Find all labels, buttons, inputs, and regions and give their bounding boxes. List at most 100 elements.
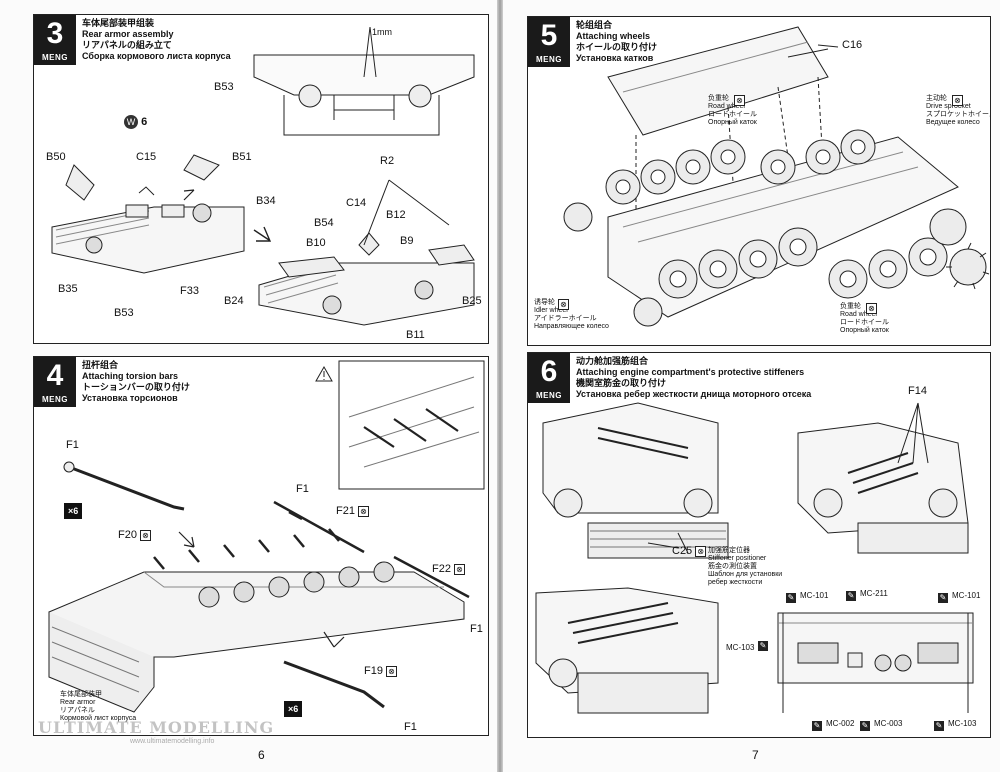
paint-icon: ✎ (846, 591, 856, 601)
callout-ru: Опорный каток (708, 119, 757, 126)
brand-logo: MENG (536, 391, 562, 400)
callout-en: Road wheel (840, 311, 877, 318)
label-mc103-b: MC-103 (948, 719, 977, 728)
glue-icon: ⊗ (558, 299, 569, 310)
callout-en: Road wheel (708, 103, 745, 110)
glue-icon: ⊗ (734, 95, 745, 106)
callout-cn: 加强筋定位器 (708, 547, 750, 554)
step-4-badge: 4 MENG (34, 357, 76, 407)
road-wheel-bottom-callout: 负重轮 Road wheel ロードホイール Опорный каток (840, 303, 889, 335)
drive-sprocket-callout: 主动轮 Drive sprocket スプロケットホイール Ведущее ко… (926, 95, 990, 127)
step-3-badge: 3 MENG (34, 15, 76, 65)
label-f20: F20 ⊗ (118, 529, 152, 541)
title-jp: リアパネルの組み立て (82, 40, 172, 50)
stiffener-positioner-callout: 加强筋定位器 Stiffener positioner 筋金の測位装置 Шабл… (708, 547, 782, 587)
watermark-url: www.ultimatemodelling.info (130, 738, 215, 745)
brand-logo: MENG (42, 53, 68, 62)
glue-icon: ⊗ (866, 303, 877, 314)
w6-count: 6 (141, 116, 148, 128)
watermark: ULTIMATE MODELLING (38, 718, 275, 737)
label-mc103-a: MC-103 (726, 643, 755, 652)
label-f19: F19 ⊗ (364, 665, 398, 677)
label-f1-a: F1 (66, 439, 79, 451)
f20-text: F20 (118, 529, 137, 541)
title-jp: ホイールの取り付け (576, 42, 658, 52)
step-5-titles: 轮组组合 Attaching wheels ホイールの取り付け Установк… (576, 20, 657, 64)
callout-jp: リアパネル (60, 707, 95, 714)
glue-icon: ⊗ (140, 530, 152, 541)
glue-icon: ⊗ (454, 564, 466, 575)
label-b35: B35 (58, 283, 78, 295)
glue-icon: ⊗ (952, 95, 963, 106)
step-6-titles: 动力舱加强筋组合 Attaching engine compartment's … (576, 356, 811, 400)
title-en: Attaching wheels (576, 31, 651, 41)
label-b25: B25 (462, 295, 482, 307)
f21-text: F21 (336, 505, 355, 517)
f19-text: F19 (364, 665, 383, 677)
callout-ru-1: Шаблон для установки (708, 571, 783, 578)
callout-cn: 诱导轮 (534, 299, 555, 306)
brand-logo: MENG (42, 395, 68, 404)
callout-cn: 主动轮 (926, 95, 947, 102)
glue-icon: ⊗ (358, 506, 370, 517)
label-c15: C15 (136, 151, 157, 163)
callout-jp: 筋金の測位装置 (708, 563, 757, 570)
label-b54: B54 (314, 217, 334, 229)
title-ru: Установка катков (576, 53, 654, 63)
label-b12: B12 (386, 209, 406, 221)
callout-jp: ロードホイール (708, 111, 757, 118)
step-3-titles: 车体尾部装甲组装 Rear armor assembly リアパネルの組み立て … (82, 18, 231, 62)
paint-icon: ✎ (812, 721, 822, 731)
label-f21: F21 ⊗ (336, 505, 370, 517)
title-en: Attaching engine compartment's protectiv… (576, 367, 805, 377)
book-spine (497, 0, 503, 772)
step-number: 6 (540, 355, 558, 388)
step-6-panel: 6 MENG 动力舱加强筋组合 Attaching engine compart… (527, 352, 991, 738)
step-6-badge: 6 MENG (528, 353, 570, 403)
callout-ru: Кормовой лист корпуса (60, 715, 137, 722)
paint-icon: ✎ (758, 641, 768, 651)
c25-text: C25 (672, 545, 693, 557)
label-r2: R2 (380, 155, 395, 167)
title-cn: 车体尾部装甲组装 (82, 18, 155, 28)
label-b11: B11 (406, 329, 425, 341)
label-b10: B10 (306, 237, 326, 249)
label-c16: C16 (842, 39, 863, 51)
label-mc211: MC-211 (860, 589, 888, 598)
f22-text: F22 (432, 563, 451, 575)
paint-icon: ✎ (860, 721, 870, 731)
callout-jp: アイドラーホイール (534, 315, 597, 322)
callout-en: Drive sprocket (926, 103, 971, 110)
label-1mm: 1mm (372, 27, 392, 37)
title-jp: トーションバーの取り付け (82, 382, 190, 392)
title-ru: Сборка кормового листа корпуса (82, 51, 231, 61)
glue-icon: ⊗ (695, 546, 707, 557)
step-number: 5 (540, 19, 558, 52)
warning-icon (315, 365, 333, 382)
rear-armor-callout: 车体尾部装甲 Rear armor リアパネル Кормовой лист ко… (60, 691, 136, 723)
title-cn: 扭杆组合 (82, 360, 119, 370)
step-3-drawing (51, 26, 475, 326)
quantity-badge-b: ×6 (284, 701, 303, 717)
idler-wheel-callout: 诱导轮 Idler wheel アイドラーホイール Направляющее к… (534, 299, 609, 331)
label-mc101-a: MC-101 (800, 591, 829, 600)
callout-ru: Опорный каток (840, 327, 889, 334)
label-w6: W 6 (124, 115, 147, 129)
page-number-left: 6 (258, 748, 265, 762)
step-number: 3 (46, 17, 64, 50)
label-f1-b: F1 (296, 483, 309, 495)
paint-icon: ✎ (934, 721, 944, 731)
label-f22: F22 ⊗ (432, 563, 466, 575)
step-3-panel: 3 MENG 车体尾部装甲组装 Rear armor assembly リアパネ… (33, 14, 489, 344)
label-mc003: MC-003 (874, 719, 903, 728)
label-mc101-b: MC-101 (952, 591, 981, 600)
title-en: Rear armor assembly (82, 29, 174, 39)
label-b51: B51 (232, 151, 252, 163)
page-number-right: 7 (752, 748, 759, 762)
paint-icon: ✎ (938, 593, 948, 603)
step-5-badge: 5 MENG (528, 17, 570, 67)
label-b53-top: B53 (214, 81, 234, 93)
callout-cn: 负重轮 (840, 303, 861, 310)
title-ru: Установка ребер жесткости днища моторног… (576, 389, 812, 399)
callout-en: Stiffener positioner (708, 555, 767, 562)
